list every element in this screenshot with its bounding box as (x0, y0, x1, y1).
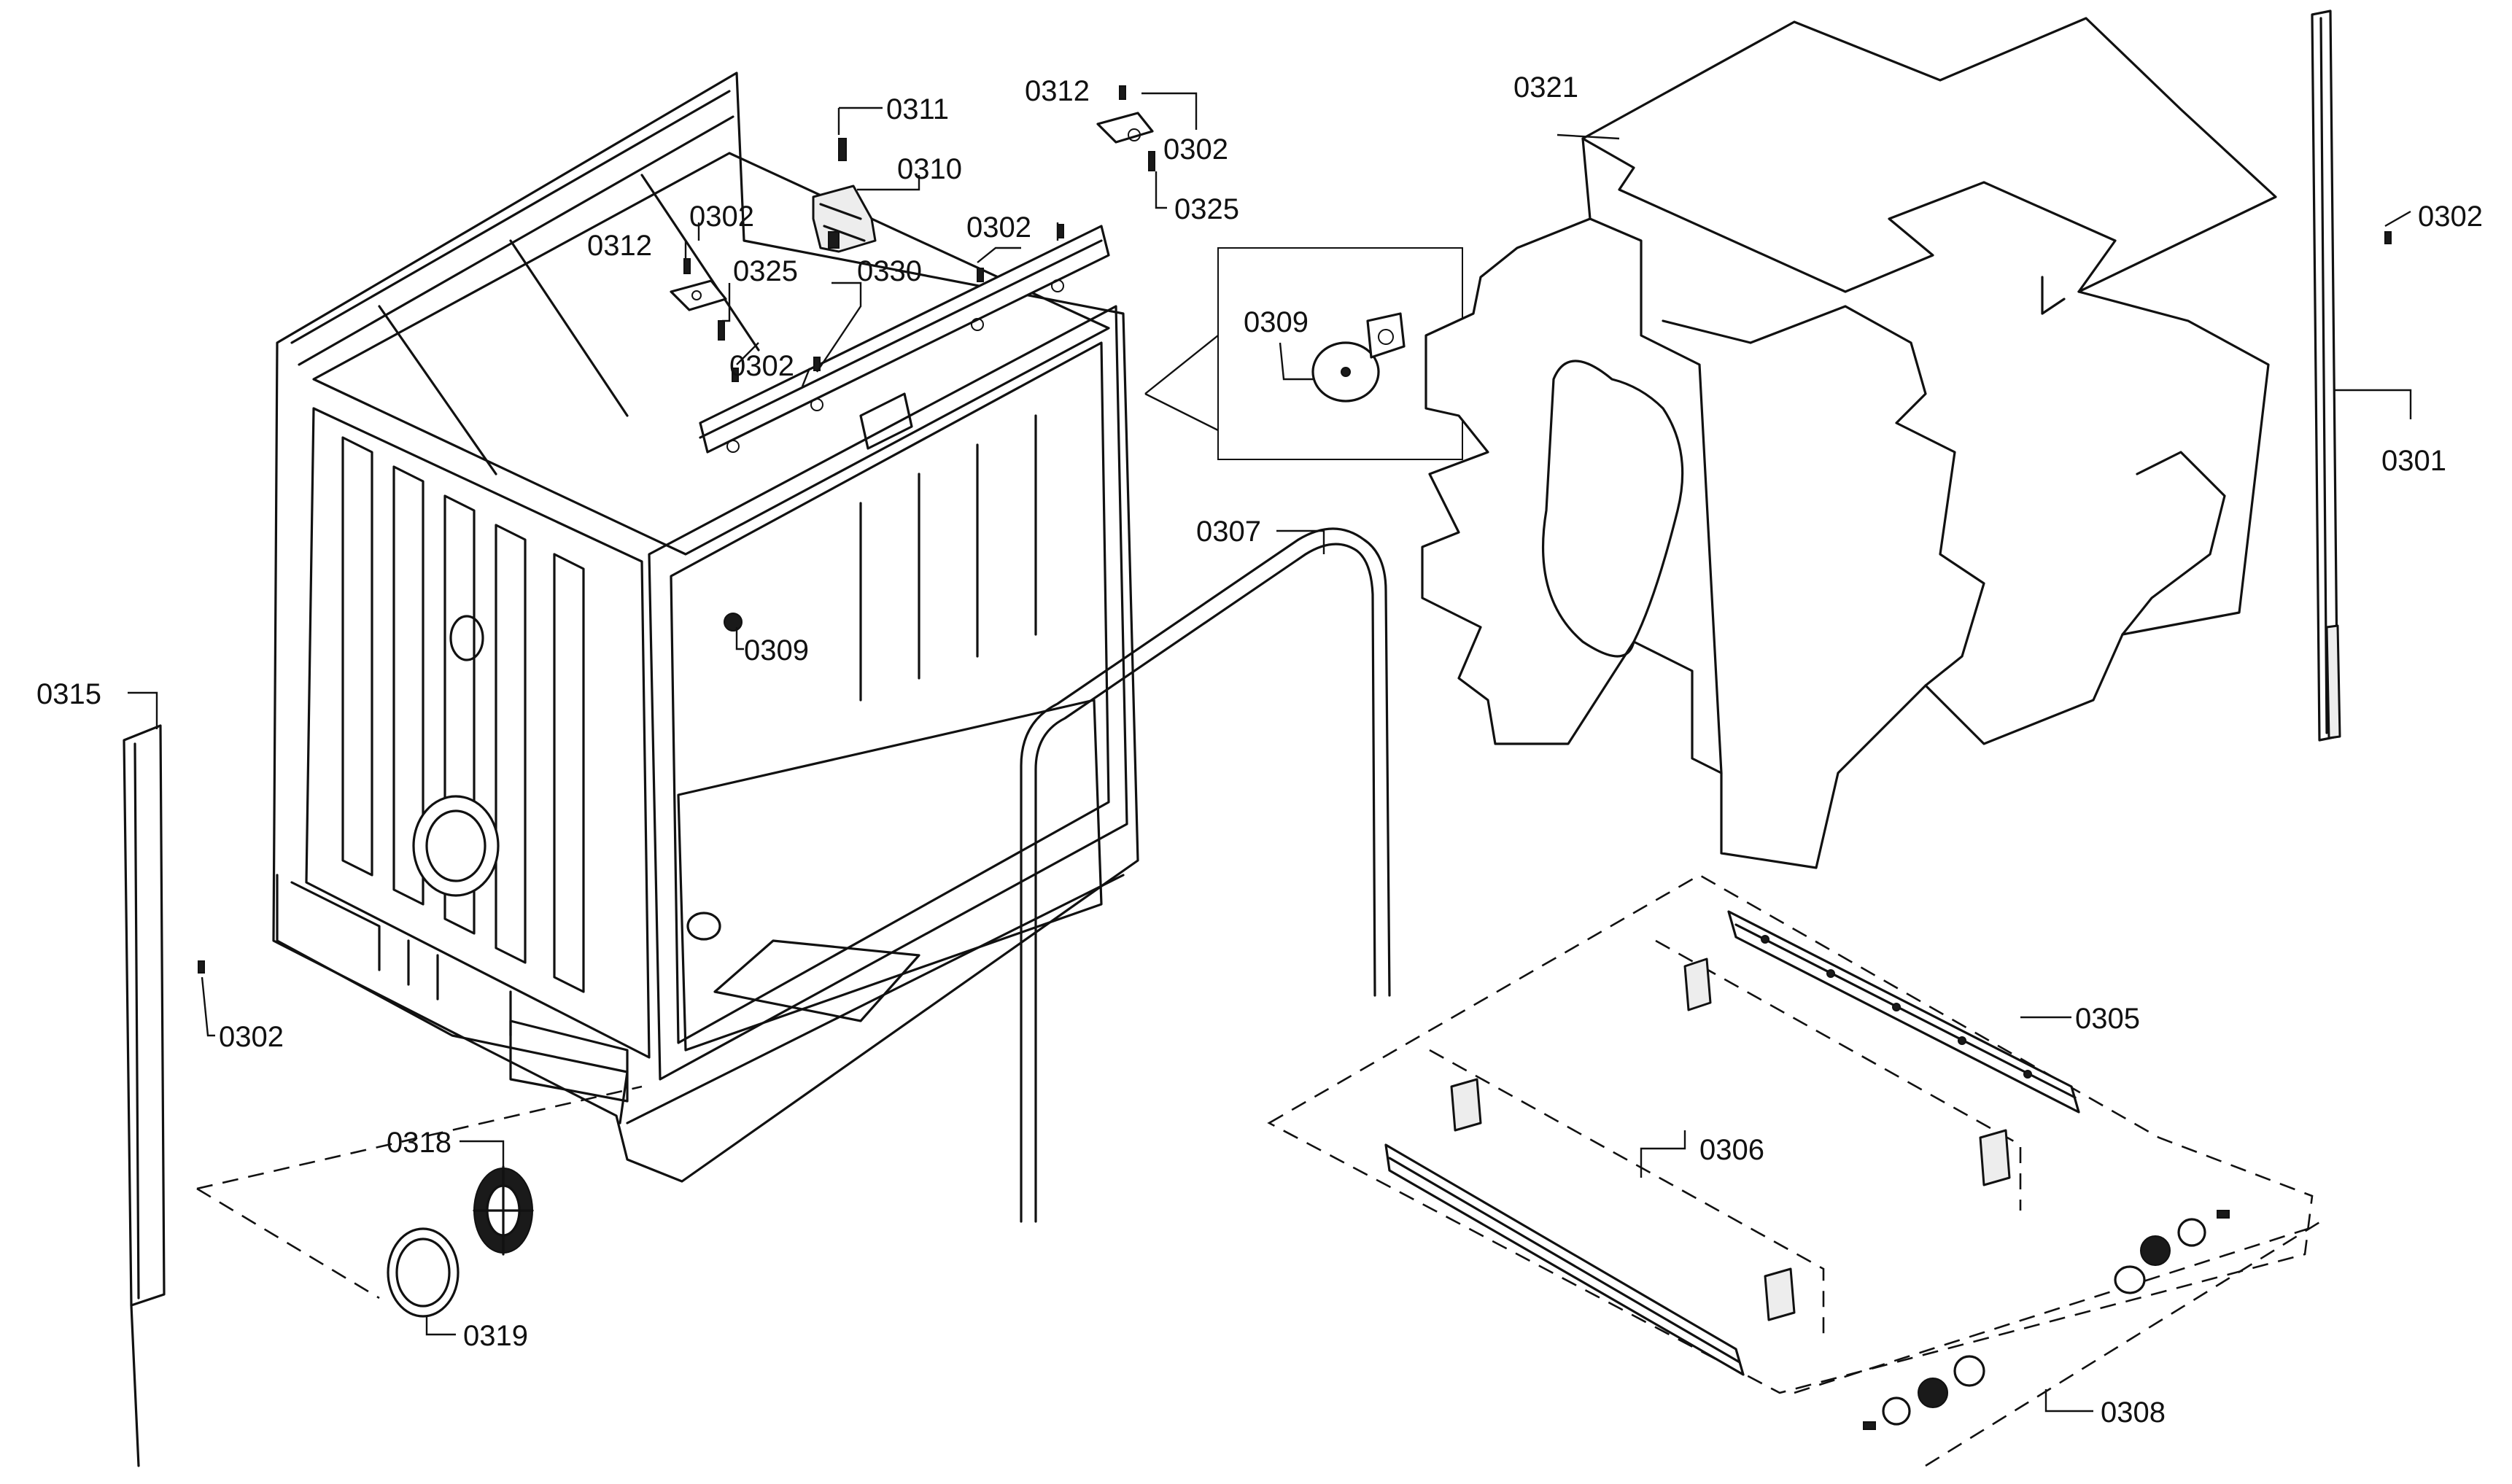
label-0330: 0330 (857, 255, 922, 287)
label-0311: 0311 (886, 93, 949, 125)
label-0315: 0315 (36, 678, 101, 710)
label-0307: 0307 (1196, 516, 1261, 548)
clip-right (1096, 85, 1155, 171)
label-0308: 0308 (2101, 1396, 2166, 1429)
label-0310: 0310 (897, 153, 962, 185)
label-0305: 0305 (2075, 1003, 2140, 1035)
label-0301: 0301 (2381, 445, 2446, 477)
label-0302-left: 0302 (219, 1021, 284, 1053)
label-0312-right: 0312 (1025, 75, 1090, 107)
clip-left (670, 258, 727, 341)
label-0309-tub: 0309 (744, 634, 809, 667)
label-0325-left: 0325 (733, 255, 798, 287)
label-0302-strip: 0302 (966, 211, 1031, 244)
hinge-bracket (812, 138, 877, 253)
door-gasket (1020, 527, 1391, 1223)
leader-lines (128, 92, 2412, 1413)
tub-top-strip (699, 225, 1110, 454)
mounting-kit (1267, 874, 2327, 1467)
insulation-blanket (1421, 17, 2277, 869)
label-0302-top-left: 0302 (689, 201, 754, 233)
dishwasher-tub (272, 71, 1139, 1183)
part-labels: 0311 0310 0312 0302 0325 0302 0312 0325 … (36, 71, 2483, 1429)
label-0325-right: 0325 (1174, 193, 1239, 225)
label-0302-top-right: 0302 (1163, 133, 1228, 166)
label-0309-inset: 0309 (1244, 306, 1309, 338)
label-0318: 0318 (387, 1127, 451, 1159)
drain-parts (196, 1085, 643, 1318)
label-0302-right: 0302 (2418, 201, 2483, 233)
screw-group (198, 224, 2392, 974)
label-0306: 0306 (1699, 1134, 1764, 1166)
label-0312-left: 0312 (587, 230, 652, 262)
side-trim-left (123, 724, 166, 1467)
label-0321: 0321 (1513, 71, 1578, 104)
label-0319: 0319 (463, 1320, 528, 1352)
label-0302-mid: 0302 (729, 350, 794, 382)
side-trim-right (2311, 9, 2341, 742)
